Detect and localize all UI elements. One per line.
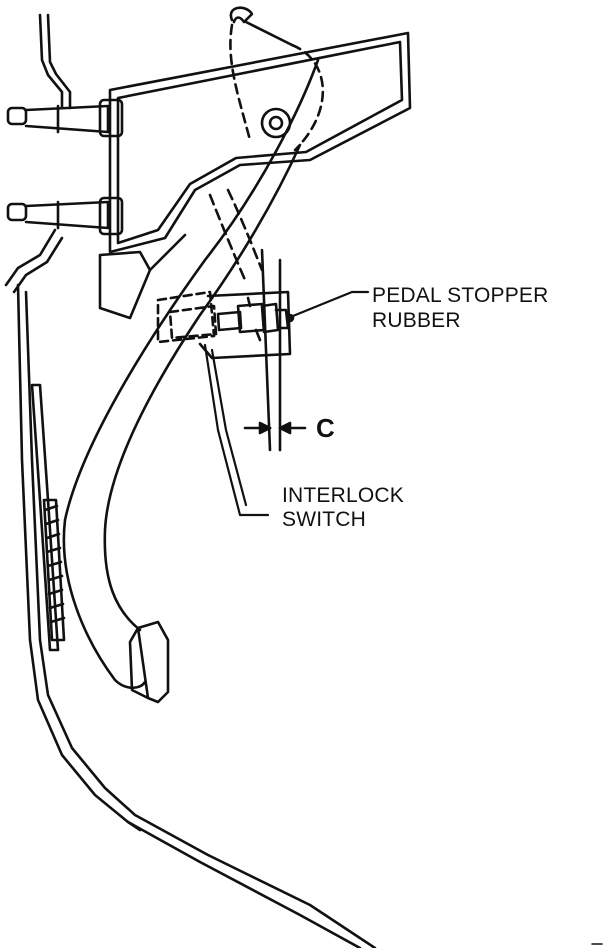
- pedal-stopper-label-line1: PEDAL STOPPER: [372, 284, 549, 307]
- pedal-bracket: [98, 31, 412, 320]
- interlock-switch-label-line1: INTERLOCK: [282, 484, 404, 507]
- return-spring: [229, 6, 325, 152]
- stopper-leader: [285, 290, 370, 323]
- floor-insulation: [30, 383, 66, 652]
- interlock-switch-label-line2: SWITCH: [282, 508, 367, 531]
- firewall-panel: [4, 13, 377, 948]
- pedal-arm: [62, 58, 320, 690]
- mounting-studs: [6, 98, 124, 236]
- pedal-pad: [128, 620, 170, 704]
- pedal-stopper-label-line2: RUBBER: [372, 309, 461, 332]
- clearance-dimension: [243, 421, 307, 435]
- clearance-label: C: [316, 413, 335, 443]
- interlock-switch-assembly: [156, 248, 292, 517]
